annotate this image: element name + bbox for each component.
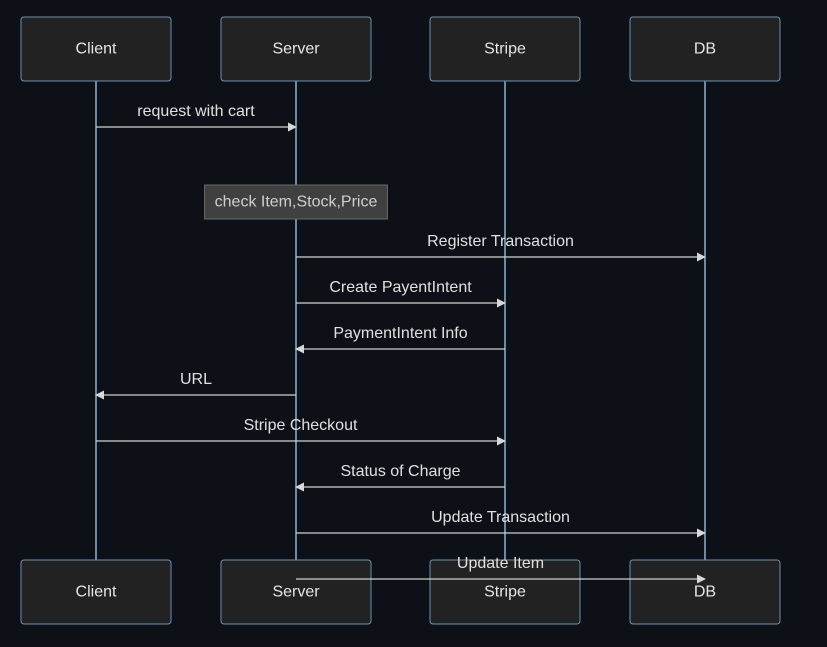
actor-label: Client (76, 584, 117, 601)
message-register-transaction: Register Transaction (296, 233, 706, 262)
actor-server-top: Server (220, 16, 372, 82)
actor-label: Stripe (484, 41, 526, 58)
message-url: URL (95, 371, 296, 400)
actor-client-bottom: Client (20, 559, 172, 625)
actor-box (20, 559, 172, 625)
actor-label: Server (272, 584, 320, 601)
message-label: PaymentIntent Info (333, 325, 467, 342)
actor-label: DB (694, 584, 716, 601)
actor-row-bottom: Client Server Stripe DB (20, 559, 781, 625)
message-label: Status of Charge (340, 463, 460, 480)
actor-client-top: Client (20, 16, 172, 82)
actor-db-top: DB (629, 16, 781, 82)
lifelines (95, 81, 706, 560)
actor-stripe-bottom: Stripe (429, 559, 581, 625)
message-label: Stripe Checkout (244, 417, 358, 434)
actor-label: Stripe (484, 584, 526, 601)
actor-box (629, 559, 781, 625)
message-label: Create PayentIntent (329, 279, 472, 296)
actor-label: Client (76, 41, 117, 58)
message-stripe-checkout: Stripe Checkout (96, 417, 506, 446)
message-update-item: Update Item (296, 555, 706, 584)
note-box (204, 184, 388, 220)
actor-label: Server (272, 41, 320, 58)
note-check-item-stock-price: check Item,Stock,Price (204, 184, 388, 220)
actor-box (220, 16, 372, 82)
actor-box (220, 559, 372, 625)
message-update-transaction: Update Transaction (296, 509, 706, 538)
actor-box (429, 559, 581, 625)
message-list: request with cart check Item,Stock,PriceR… (95, 103, 706, 584)
actor-box (629, 16, 781, 82)
message-request-with-cart: request with cart (96, 103, 297, 132)
message-create-payentintent: Create PayentIntent (296, 279, 506, 308)
message-status-of-charge: Status of Charge (295, 463, 505, 492)
actor-box (20, 16, 172, 82)
actor-db-bottom: DB (629, 559, 781, 625)
note-text: check Item,Stock,Price (215, 194, 378, 211)
actor-row-top: Client Server Stripe DB (20, 16, 781, 82)
actor-box (429, 16, 581, 82)
message-label: Update Transaction (431, 509, 570, 526)
message-label: URL (180, 371, 212, 388)
actor-stripe-top: Stripe (429, 16, 581, 82)
actor-server-bottom: Server (220, 559, 372, 625)
message-label: Register Transaction (427, 233, 574, 250)
message-label: Update Item (457, 555, 544, 572)
actor-label: DB (694, 41, 716, 58)
message-label: request with cart (137, 103, 255, 120)
message-paymentintent-info: PaymentIntent Info (295, 325, 505, 354)
